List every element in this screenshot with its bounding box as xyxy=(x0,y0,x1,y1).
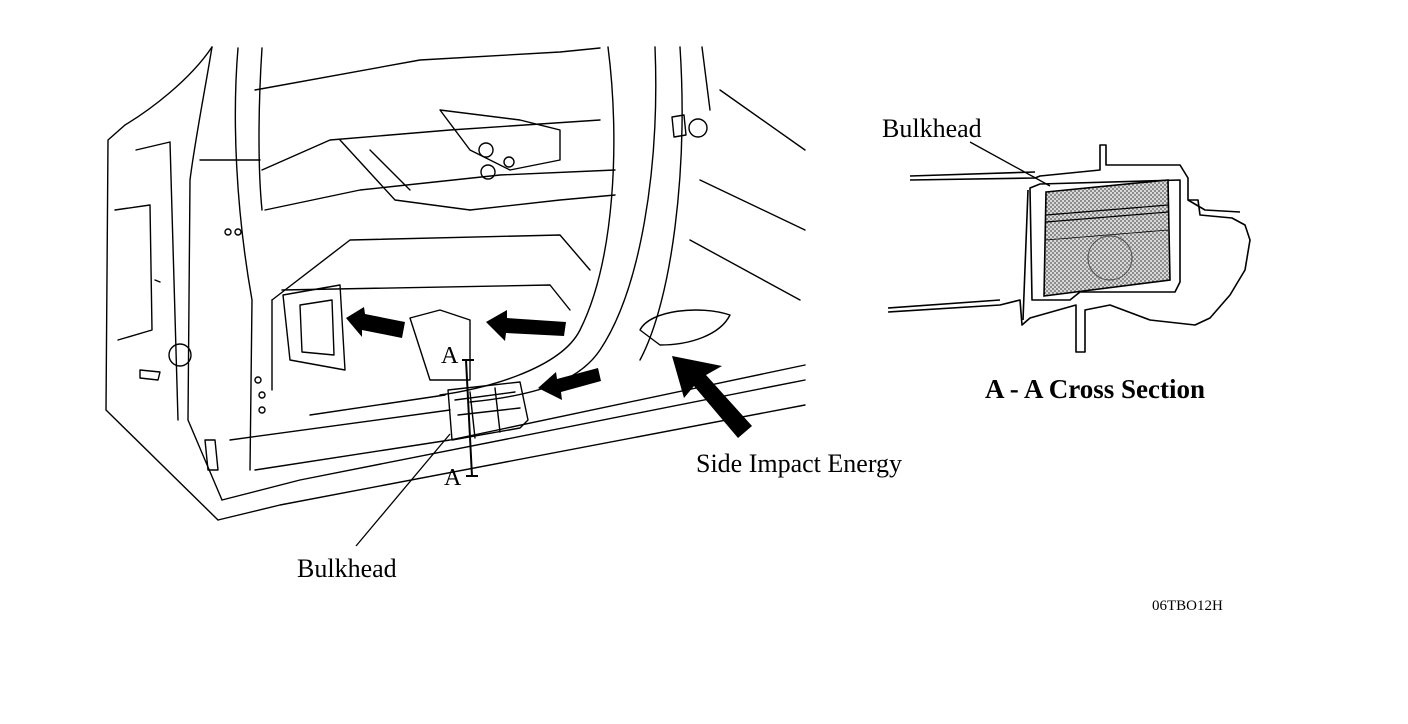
section-mark-top: A xyxy=(441,343,459,369)
figure-code: 06TBO12H xyxy=(1152,598,1223,614)
leader-lines xyxy=(355,141,1051,547)
cross-section-title: A - A Cross Section xyxy=(985,374,1206,404)
impact-arrow xyxy=(672,356,752,438)
section-mark-bottom: A xyxy=(444,465,462,491)
load-path-arrows xyxy=(346,307,601,400)
bulkhead-label-bottom: Bulkhead xyxy=(297,554,397,583)
side-impact-label: Side Impact Energy xyxy=(696,449,903,478)
bulkhead-section xyxy=(1043,179,1171,297)
bulkhead-label-top: Bulkhead xyxy=(882,114,982,143)
arrow-icon xyxy=(346,307,405,338)
arrow-icon xyxy=(538,368,601,400)
cross-section-detail xyxy=(887,144,1251,353)
body-outline xyxy=(105,46,806,521)
section-cut-line xyxy=(462,359,478,477)
arrow-icon xyxy=(486,310,566,341)
